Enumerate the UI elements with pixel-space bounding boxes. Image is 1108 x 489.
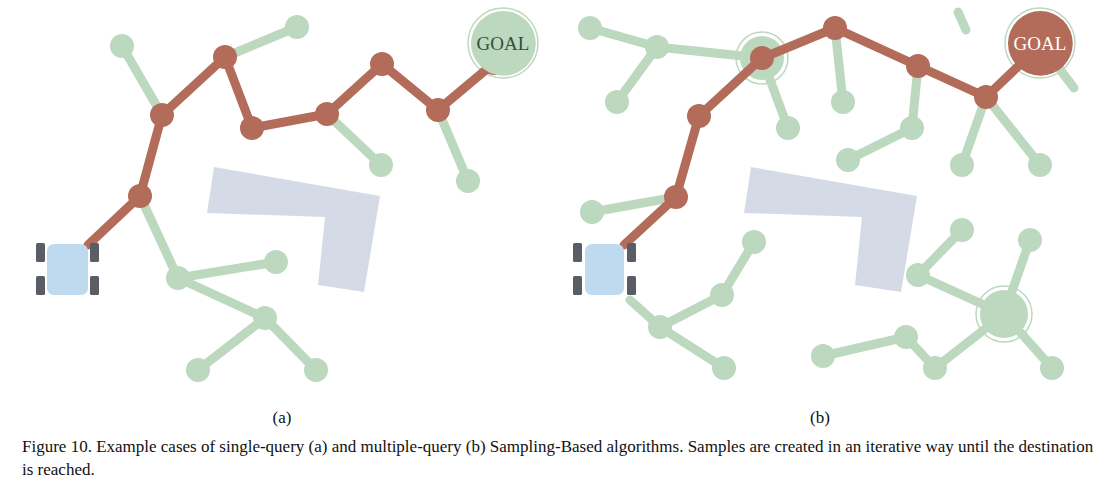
sample-node [648, 315, 672, 339]
goal-circle: GOAL [471, 11, 536, 76]
goal-circle: GOAL [1008, 11, 1073, 76]
sample-node [369, 153, 393, 177]
sample-node [645, 35, 669, 59]
sample-branch [122, 12, 1074, 370]
robot-wheel [627, 276, 636, 295]
sample-node [950, 153, 974, 177]
sample-node [605, 90, 629, 114]
path-node [974, 85, 998, 109]
sample-branch [958, 12, 966, 30]
path-node [906, 54, 930, 78]
sample-node [264, 250, 288, 274]
sample-node [712, 356, 736, 380]
obstacle [207, 167, 917, 292]
sample-branch [823, 337, 906, 356]
path-node [750, 46, 774, 70]
path-node [150, 103, 174, 127]
sample-node [578, 16, 602, 40]
path-node [213, 45, 237, 69]
path-node [315, 102, 339, 126]
path-node [128, 16, 998, 209]
sample-branch [178, 278, 265, 318]
sample-node [1018, 228, 1042, 252]
sample-node [580, 200, 604, 224]
sample-node [900, 116, 924, 140]
panel-label: (a) [273, 408, 292, 428]
sample-node [285, 15, 309, 39]
sample-node [710, 283, 734, 307]
robot-wheel [36, 276, 45, 295]
sample-node [456, 169, 480, 193]
sample-node [836, 148, 860, 172]
path-node [664, 185, 688, 209]
robot-wheel [36, 243, 45, 262]
sample-branch [178, 262, 276, 278]
sample-node [1028, 153, 1052, 177]
goal-label: GOAL [1014, 34, 1067, 53]
robot-wheel [627, 243, 636, 262]
path-line [88, 57, 494, 245]
robot-wheel [36, 243, 636, 295]
sample-node [186, 358, 210, 382]
robot-body [47, 244, 624, 295]
path-node [370, 52, 394, 76]
goal-ring [468, 8, 538, 78]
sample-branch [986, 97, 1040, 165]
path-node [128, 184, 152, 208]
goal-fill [1008, 11, 1073, 76]
sample-node [906, 263, 930, 287]
panel-label: (b) [810, 408, 830, 428]
robot-wheel [573, 243, 582, 262]
path-node [240, 116, 264, 140]
sample-node [950, 218, 974, 242]
sample-node [776, 116, 800, 140]
sample-node [831, 90, 855, 114]
robot-wheel [573, 276, 582, 295]
robot-body [47, 244, 88, 295]
robot-wheel [90, 276, 99, 295]
sample-node [811, 344, 835, 368]
path-node [823, 16, 847, 40]
sample-node [923, 356, 947, 380]
sample-node [980, 290, 1028, 338]
sample-node [304, 358, 328, 382]
sample-branch [140, 196, 178, 278]
path-line [624, 28, 1030, 245]
goal-ring [468, 8, 538, 78]
path-line [88, 28, 1030, 245]
robot-body [585, 244, 624, 295]
sample-ring [976, 286, 1032, 342]
sample-branch [198, 318, 265, 370]
figure-caption: Figure 10. Example cases of single-query… [22, 436, 1094, 482]
sample-node [894, 325, 918, 349]
sample-node [110, 34, 134, 58]
goal-label: GOAL [477, 34, 530, 53]
sample-node [110, 15, 1064, 382]
goal-fill [471, 11, 536, 76]
robot-wheel [90, 243, 99, 262]
sample-node [253, 306, 277, 330]
sample-node [166, 266, 190, 290]
path-node [426, 98, 450, 122]
sample-node [1040, 356, 1064, 380]
path-node [687, 104, 711, 128]
obstacle [744, 167, 917, 292]
sample-node [742, 230, 766, 254]
